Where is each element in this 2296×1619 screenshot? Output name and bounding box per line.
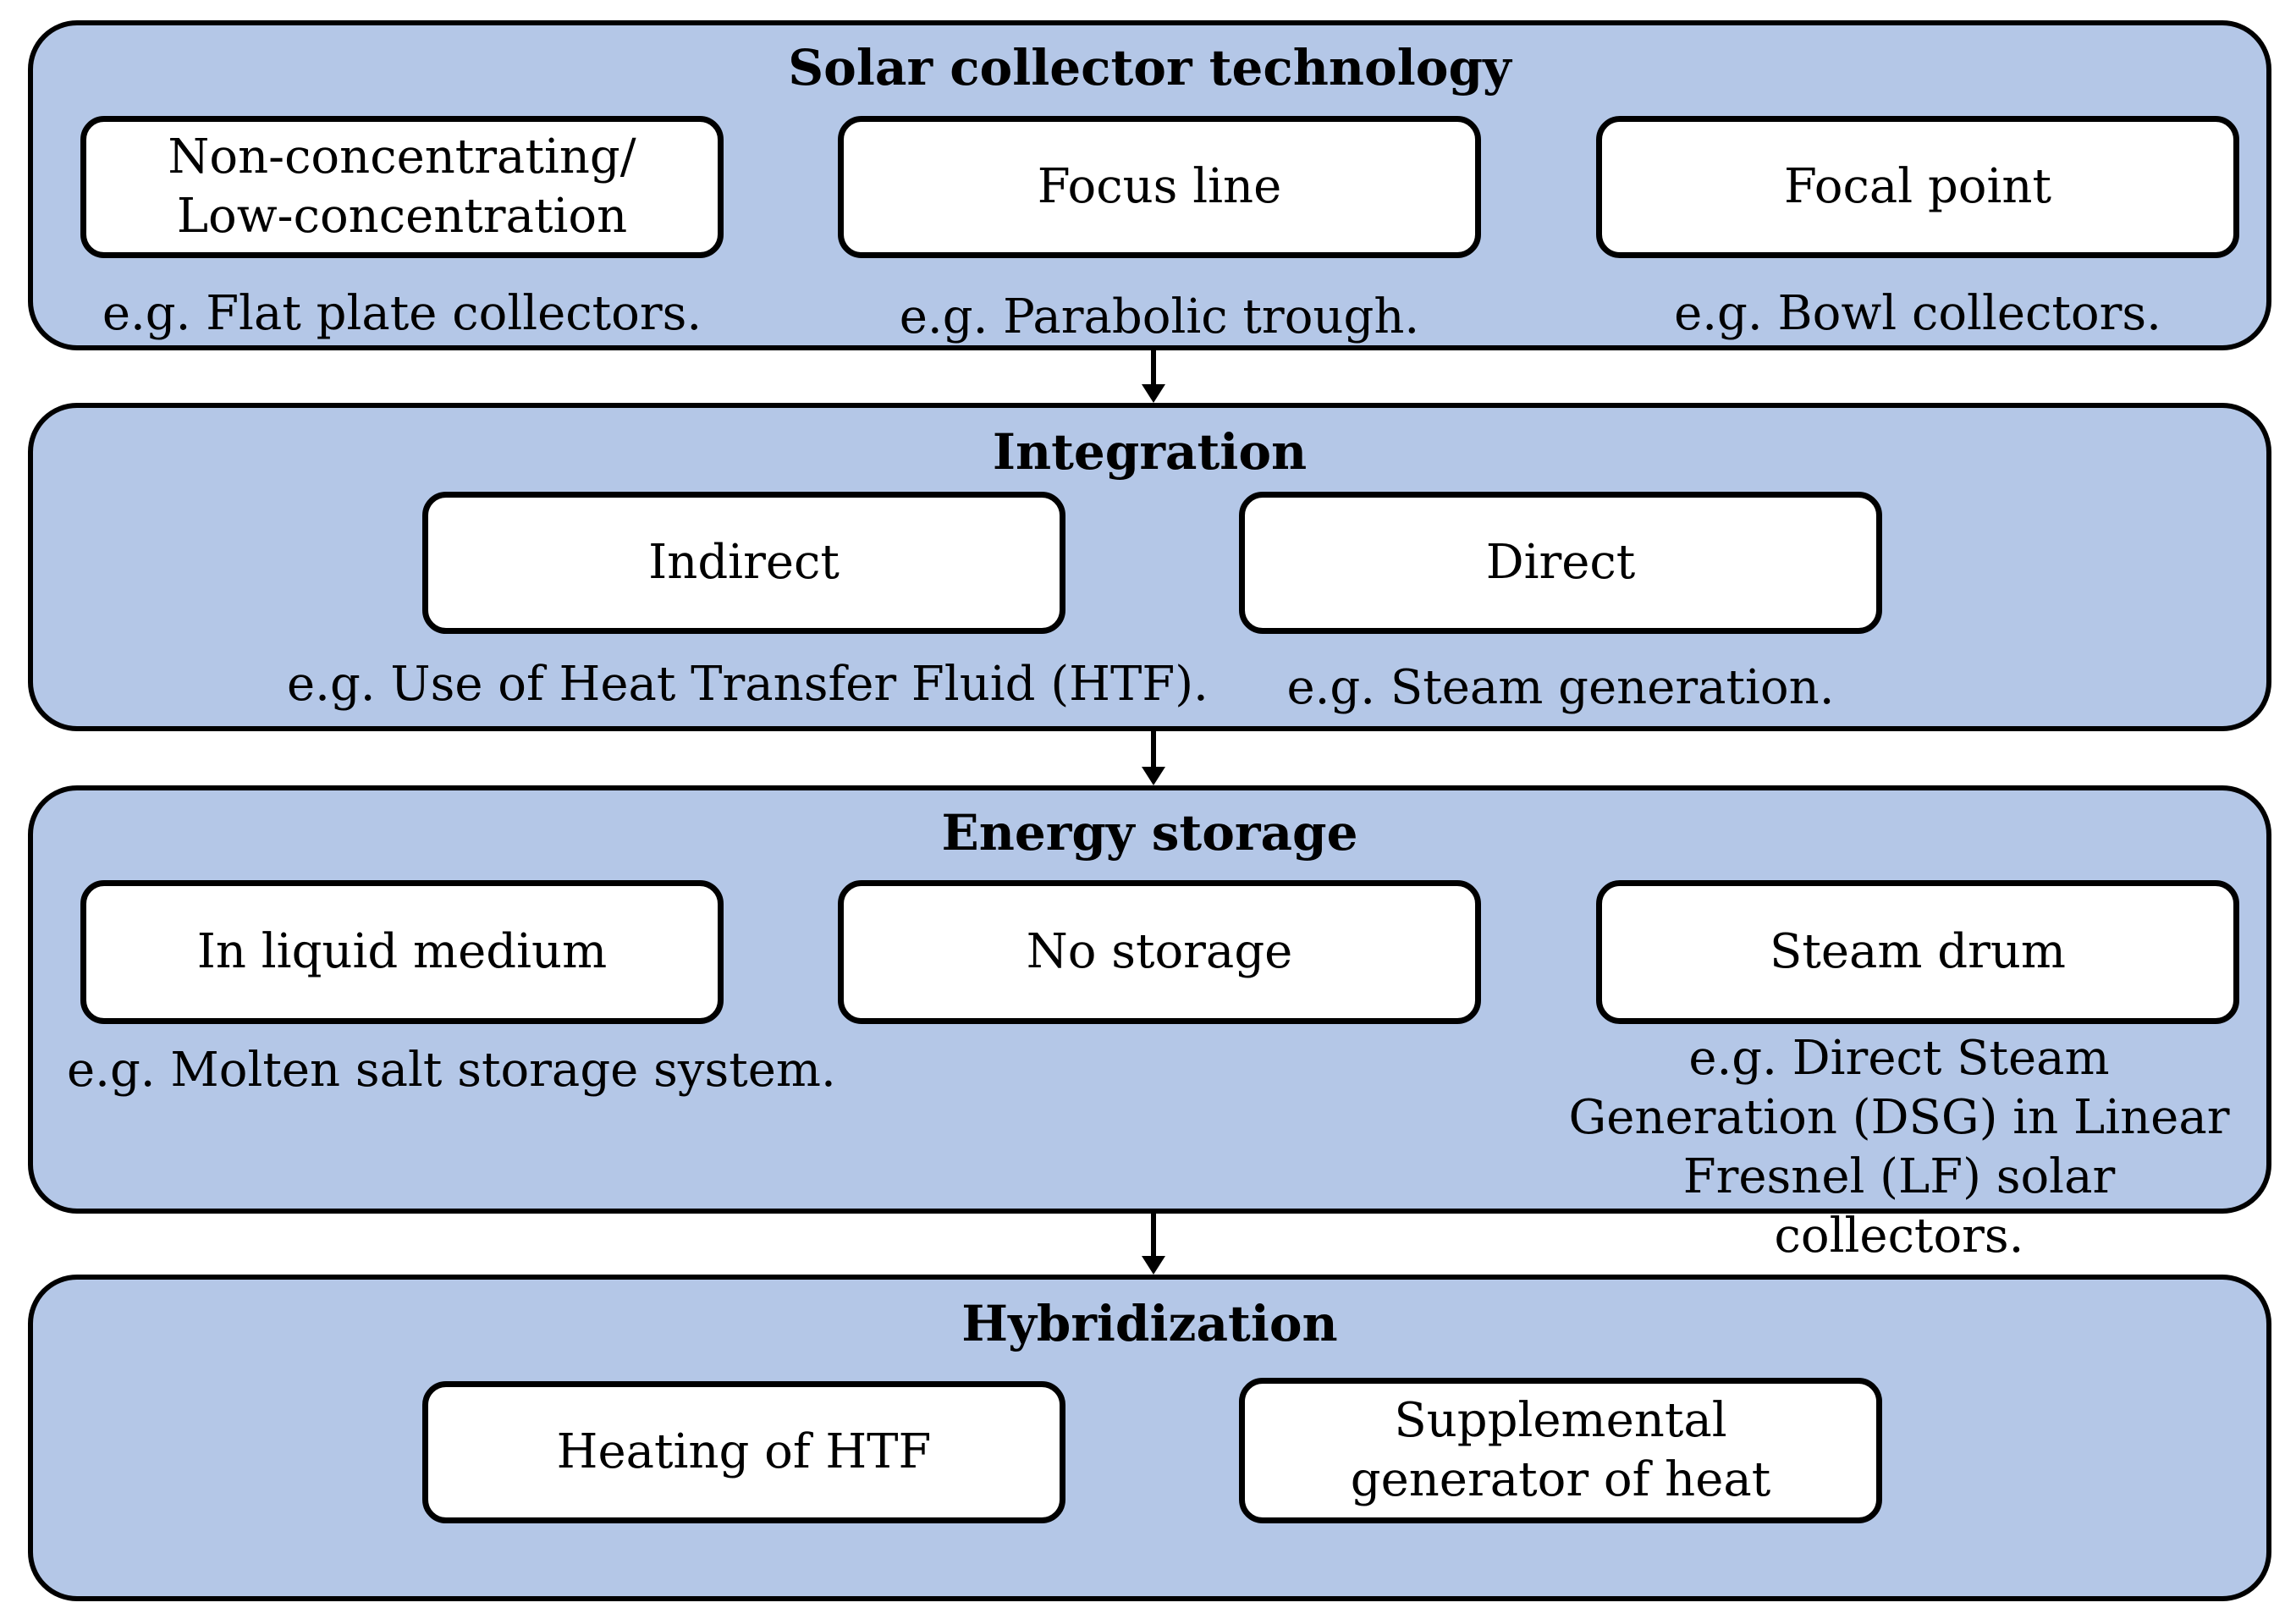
example-parabolic-trough: e.g. Parabolic trough. bbox=[899, 289, 1420, 344]
panel-title-solar-collector-technology: Solar collector technology bbox=[788, 39, 1511, 96]
example-molten-salt-storage: e.g. Molten salt storage system. bbox=[67, 1043, 836, 1098]
panel-title-integration: Integration bbox=[992, 423, 1308, 481]
box-supplemental-generator-of-heat: Supplemental generator of heat bbox=[1239, 1378, 1882, 1523]
box-indirect: Indirect bbox=[422, 492, 1065, 634]
box-heating-of-htf: Heating of HTF bbox=[422, 1381, 1065, 1523]
panel-solar-collector-technology: Solar collector technology Non-concentra… bbox=[28, 20, 2271, 350]
box-non-concentrating: Non-concentrating/ Low-concentration bbox=[80, 116, 724, 258]
example-heat-transfer-fluid: e.g. Use of Heat Transfer Fluid (HTF). bbox=[287, 657, 1209, 712]
example-direct-steam-generation: e.g. Direct Steam Generation (DSG) in Li… bbox=[1568, 1031, 2230, 1264]
box-focal-point: Focal point bbox=[1596, 116, 2239, 258]
flow-arrow-2 bbox=[1137, 731, 1170, 785]
box-steam-drum: Steam drum bbox=[1596, 880, 2239, 1024]
panel-energy-storage: Energy storage In liquid medium No stora… bbox=[28, 785, 2271, 1264]
example-bowl-collectors: e.g. Bowl collectors. bbox=[1674, 286, 2161, 341]
box-direct: Direct bbox=[1239, 492, 1882, 634]
example-flat-plate-collectors: e.g. Flat plate collectors. bbox=[102, 286, 702, 341]
flow-arrow-1 bbox=[1137, 350, 1170, 403]
panel-title-energy-storage: Energy storage bbox=[941, 804, 1358, 862]
box-focus-line: Focus line bbox=[838, 116, 1481, 258]
panel-integration: Integration Indirect Direct e.g. Use of … bbox=[28, 403, 2271, 731]
panel-title-hybridization: Hybridization bbox=[961, 1295, 1338, 1352]
panel-hybridization: Hybridization Heating of HTF Supplementa… bbox=[28, 1275, 2271, 1601]
example-steam-generation: e.g. Steam generation. bbox=[1286, 660, 1835, 715]
box-in-liquid-medium: In liquid medium bbox=[80, 880, 724, 1024]
flow-arrow-3 bbox=[1137, 1214, 1170, 1275]
box-no-storage: No storage bbox=[838, 880, 1481, 1024]
